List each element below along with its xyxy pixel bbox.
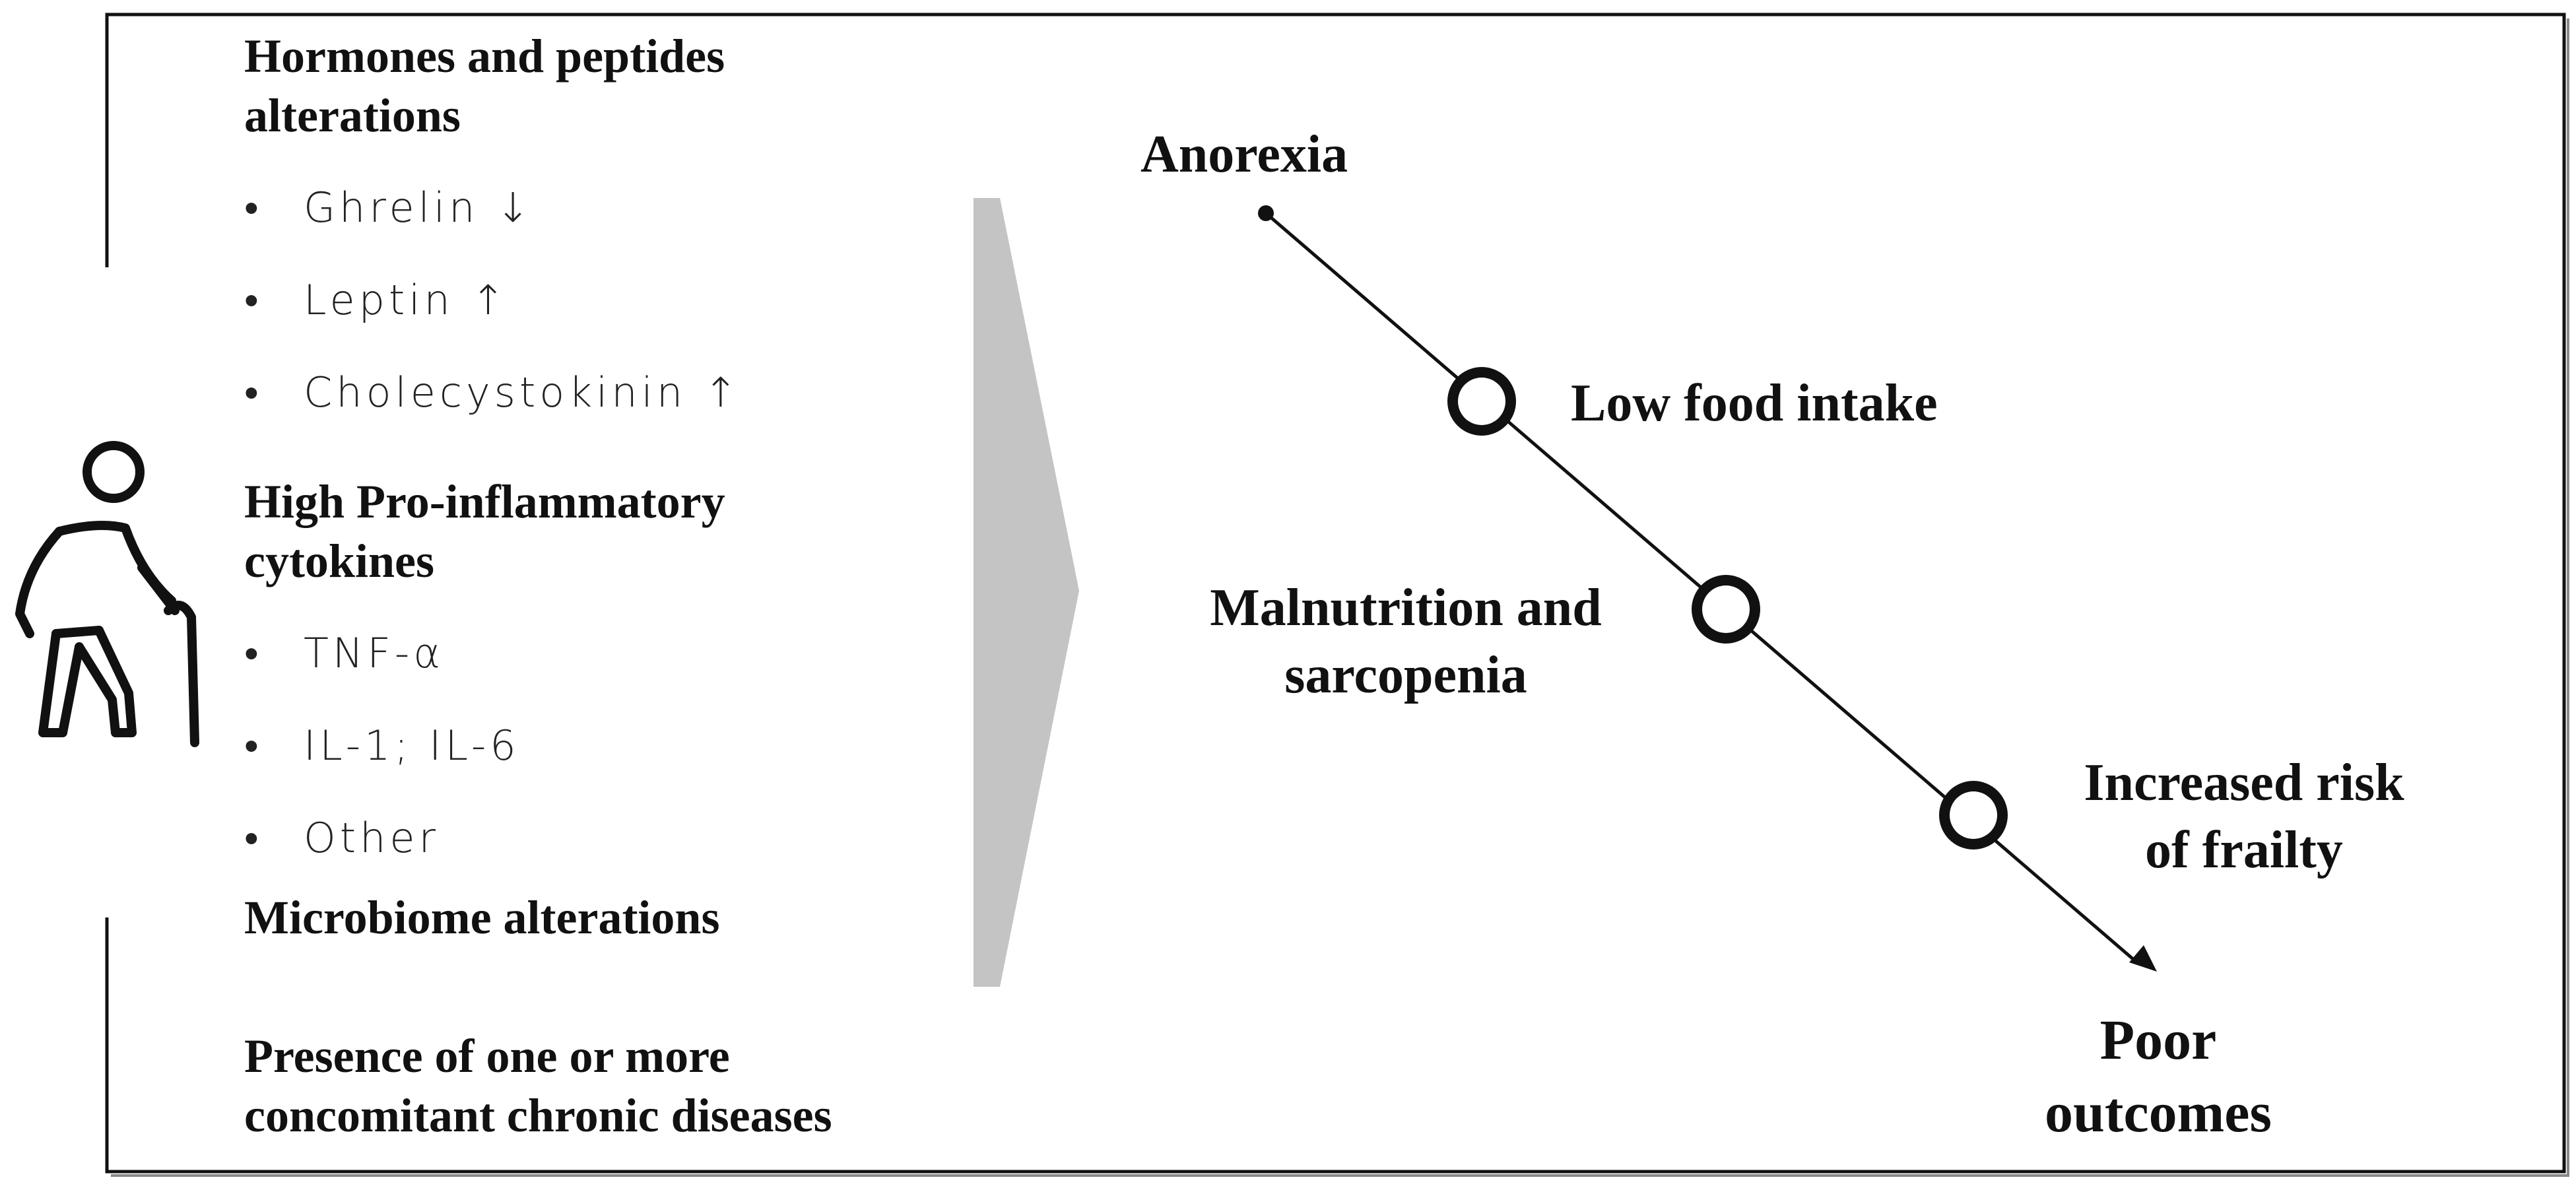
cytokines-heading: High Pro-inflammatory cytokines [244,472,725,591]
cytokines-heading-line1: High Pro-inflammatory [244,475,725,528]
transition-arrow-icon [974,198,1079,987]
bullet-icon: • [244,721,263,770]
microbiome-heading: Microbiome alterations [244,891,720,944]
bullet-icon: • [244,814,263,862]
bullet-icon: • [244,183,263,232]
node-low-food-intake [1447,367,1516,436]
hormones-heading-line1: Hormones and peptides [244,30,725,83]
poor-outcomes-label: Poor outcomes [1987,1003,2330,1148]
node-malnutrition [1692,575,1760,644]
low-food-intake-label: Low food intake [1571,374,1938,432]
hormones-heading: Hormones and peptides alterations [244,26,725,145]
il-label: IL-1; IL-6 [304,721,520,770]
list-item: • Other [244,812,440,865]
elderly-person-with-cane-icon [15,441,199,747]
other-label: Other [304,814,440,862]
malnutrition-line1: Malnutrition and [1210,579,1602,637]
outer-frame [105,13,2566,1174]
malnutrition-line2: sarcopenia [1284,646,1527,704]
leptin-label: Leptin ↑ [304,276,510,324]
list-item: • Ghrelin ↓ [244,182,534,234]
cholecystokinin-label: Cholecystokinin ↑ [304,368,742,416]
bullet-icon: • [244,276,263,324]
frailty-label: Increased risk of frailty [2046,749,2442,884]
poor-line1: Poor [2099,1008,2217,1071]
list-item: • IL-1; IL-6 [244,719,520,772]
anorexia-label: Anorexia [1140,125,1348,183]
list-item: • TNF-α [244,627,444,680]
frailty-line2: of frailty [2145,821,2343,879]
start-dot [1258,205,1274,221]
ghrelin-label: Ghrelin ↓ [304,183,535,232]
tnf-alpha-label: TNF-α [304,629,445,677]
malnutrition-label: Malnutrition and sarcopenia [1181,574,1630,709]
chronic-heading-line2: concomitant chronic diseases [244,1089,832,1142]
list-item: • Cholecystokinin ↑ [244,366,742,419]
node-frailty [1939,781,2008,849]
poor-line2: outcomes [2045,1081,2272,1144]
bullet-icon: • [244,629,263,677]
frailty-line1: Increased risk [2084,754,2404,812]
hormones-heading-line2: alterations [244,89,461,142]
arrowhead-icon [2129,945,2157,972]
chronic-diseases-heading: Presence of one or more concomitant chro… [244,1026,832,1145]
chronic-heading-line1: Presence of one or more [244,1030,730,1082]
bullet-icon: • [244,368,263,416]
list-item: • Leptin ↑ [244,274,509,327]
cytokines-heading-line2: cytokines [244,535,434,587]
frame-shadow [111,18,2569,1177]
